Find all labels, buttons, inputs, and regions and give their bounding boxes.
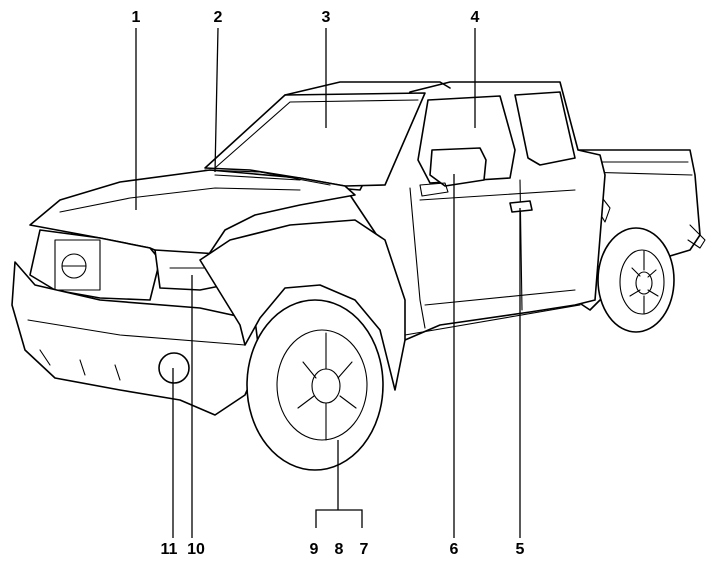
side-mirror xyxy=(429,147,487,187)
callout-10: 10 xyxy=(187,541,205,558)
rear-side-window xyxy=(514,91,576,166)
callout-2: 2 xyxy=(214,9,223,26)
callout-3: 3 xyxy=(322,9,331,26)
callout-leaders xyxy=(135,27,521,538)
windshield xyxy=(204,92,426,187)
leader-7-9-bracket xyxy=(315,509,363,528)
front-bumper xyxy=(11,261,261,416)
fog-light xyxy=(158,352,190,384)
door-handle xyxy=(509,200,533,213)
callout-4: 4 xyxy=(471,9,480,26)
front-wheel xyxy=(246,299,384,471)
wipers xyxy=(204,169,331,186)
callout-9: 9 xyxy=(310,541,319,558)
callout-11: 11 xyxy=(161,541,178,558)
callout-8: 8 xyxy=(335,541,344,558)
rear-wheel xyxy=(597,227,675,333)
callout-5: 5 xyxy=(516,541,525,558)
callout-labels: 1 2 3 4 5 6 7 8 9 10 11 xyxy=(132,9,525,558)
grille xyxy=(29,229,161,301)
front-fender xyxy=(199,219,406,391)
callout-1: 1 xyxy=(132,9,141,26)
callout-7: 7 xyxy=(360,541,369,558)
leader-2 xyxy=(214,27,219,173)
callout-6: 6 xyxy=(450,541,459,558)
truck-drawing xyxy=(11,81,706,471)
